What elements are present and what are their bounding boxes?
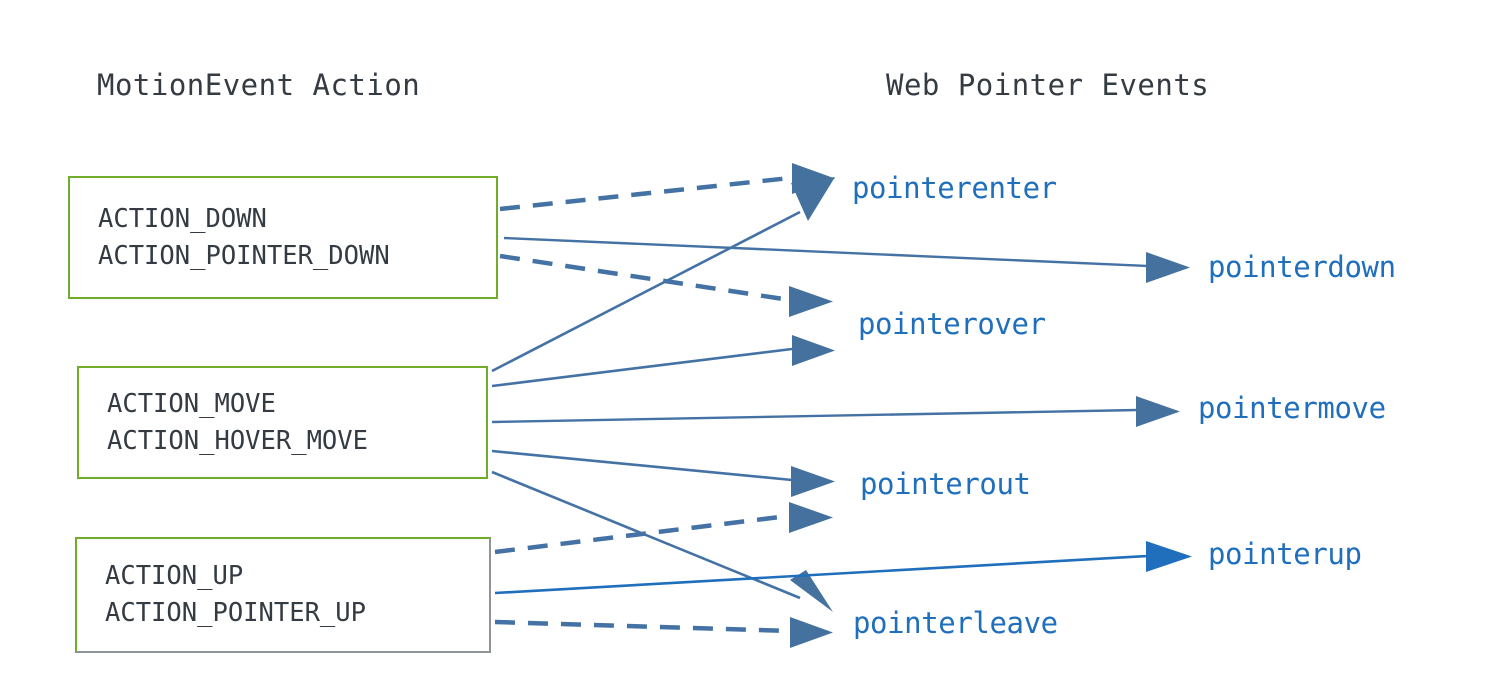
event-label-pointerup: pointerup: [1208, 537, 1362, 571]
action-box-up-line-2: ACTION_POINTER_UP: [105, 598, 366, 628]
connector-move-to-pointerenter: [491, 177, 835, 373]
connector-down-to-pointerdown: [503, 236, 1190, 283]
event-label-pointerover: pointerover: [858, 307, 1046, 341]
action-box-up[interactable]: ACTION_UP ACTION_POINTER_UP: [75, 537, 491, 653]
event-label-pointerdown: pointerdown: [1208, 250, 1396, 284]
connector-up-to-pointerup: [494, 541, 1192, 595]
action-box-down-line-1: ACTION_DOWN: [98, 203, 267, 234]
left-column-title: MotionEvent Action: [97, 68, 421, 102]
connector-move-to-pointerover: [491, 335, 835, 388]
connector-move-to-pointerout: [491, 449, 835, 497]
event-label-pointerleave: pointerleave: [853, 606, 1058, 640]
right-column-title: Web Pointer Events: [886, 68, 1210, 102]
action-box-down-line-2: ACTION_POINTER_DOWN: [98, 240, 390, 271]
connector-move-to-pointerleave: [491, 470, 833, 612]
connector-up-to-pointerleave: [494, 617, 833, 648]
action-box-move-line-1: ACTION_MOVE: [107, 388, 276, 419]
connector-down-to-pointerover: [499, 253, 833, 317]
connector-down-to-pointerenter: [499, 163, 835, 212]
event-label-pointerout: pointerout: [860, 467, 1031, 501]
event-label-pointermove: pointermove: [1198, 391, 1386, 425]
action-box-move[interactable]: ACTION_MOVE ACTION_HOVER_MOVE: [77, 366, 488, 479]
connector-move-to-pointermove: [491, 396, 1180, 427]
event-label-pointerenter: pointerenter: [852, 171, 1057, 205]
action-box-move-line-2: ACTION_HOVER_MOVE: [107, 425, 368, 456]
action-box-up-line-1: ACTION_UP: [105, 561, 244, 591]
connector-up-to-pointerout: [494, 502, 833, 555]
action-box-down[interactable]: ACTION_DOWN ACTION_POINTER_DOWN: [68, 176, 498, 299]
